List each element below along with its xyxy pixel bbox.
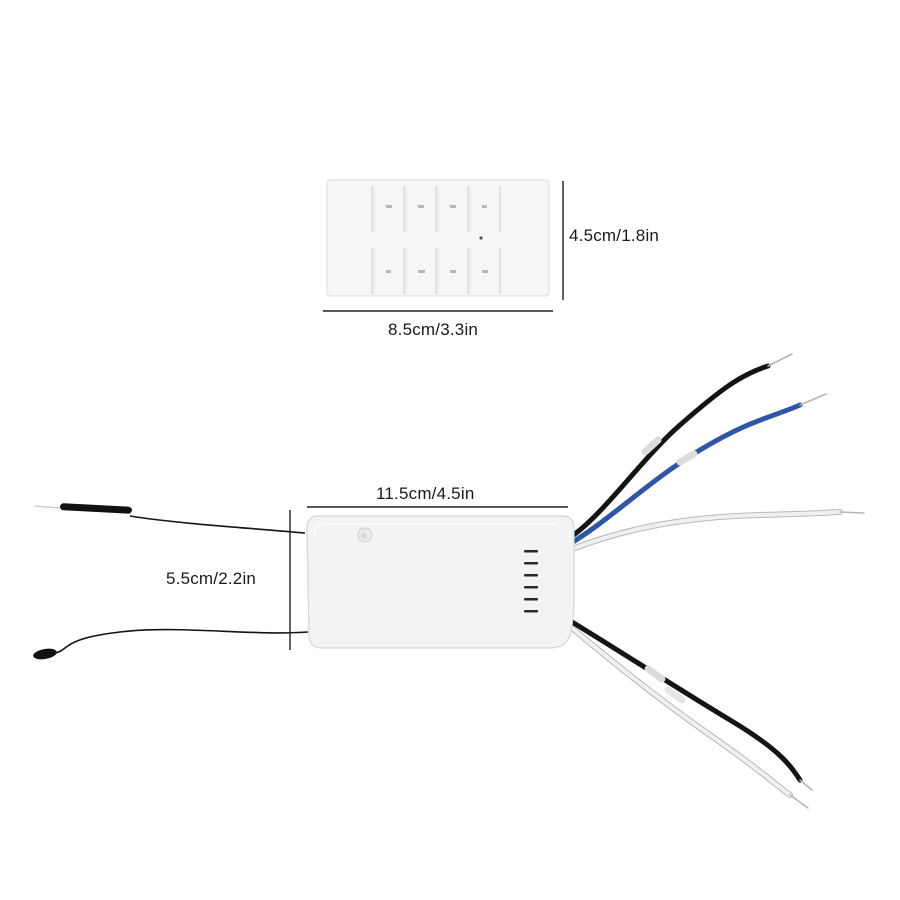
remote-button-glyphs [386, 205, 488, 273]
remote-width-label: 8.5cm/3.3in [388, 320, 479, 339]
receiver-width-label: 11.5cm/4.5in [376, 484, 475, 503]
wire-black-upper [563, 363, 771, 543]
antenna-upper-wire [129, 515, 306, 534]
receiver-height-label: 5.5cm/2.2in [166, 569, 257, 588]
antenna-lower-wire [54, 628, 309, 654]
remote-button-row-bottom [371, 248, 501, 294]
remote-control [326, 179, 550, 297]
receiver-module [306, 515, 575, 649]
antenna-upper-probe [60, 503, 132, 514]
remote-height-label: 4.5cm/1.8in [569, 226, 660, 245]
wire-black-lower [569, 619, 803, 783]
wire-blue [565, 402, 803, 548]
receiver-body [306, 515, 575, 649]
antenna-lower-probe [33, 648, 57, 660]
remote-button-row-top [371, 186, 501, 232]
receiver-vent-slots [524, 550, 538, 613]
output-wires [563, 353, 865, 809]
remote-body [326, 179, 550, 297]
remote-indicator-led [479, 236, 483, 240]
wire-label-sleeves [641, 436, 698, 704]
antenna-wires [33, 503, 309, 660]
